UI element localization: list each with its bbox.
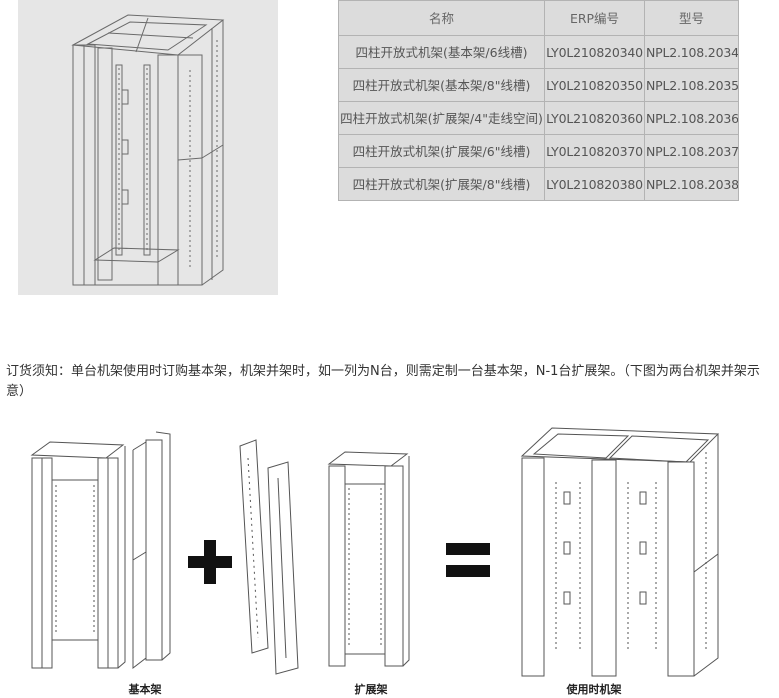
expansion-rack-drawing [325, 448, 415, 674]
basic-rack-drawing [28, 410, 183, 675]
rack-drawing [71, 14, 225, 286]
equals-icon [446, 543, 490, 581]
column-header-model: 型号 [644, 0, 739, 36]
column-header-erp: ERP编号 [544, 0, 645, 36]
cell-erp: LY0L210820360 [544, 101, 645, 135]
cell-erp: LY0L210820350 [544, 68, 645, 102]
caption-basic: 基本架 [128, 683, 162, 696]
cell-model: NPL2.108.2035 [644, 68, 739, 102]
caption-expansion: 扩展架 [354, 683, 388, 696]
table-row: 四柱开放式机架(基本架/6线槽) LY0L210820340 NPL2.108.… [338, 35, 739, 69]
cell-name: 四柱开放式机架(扩展架/8"线槽) [338, 167, 545, 201]
cell-erp: LY0L210820370 [544, 134, 645, 168]
table-row: 四柱开放式机架(基本架/8"线槽) LY0L210820350 NPL2.108… [338, 68, 739, 102]
cell-model: NPL2.108.2037 [644, 134, 739, 168]
combined-rack-drawing [518, 422, 723, 680]
table-header-row: 名称 ERP编号 型号 [338, 0, 739, 36]
caption-in-use: 使用时机架 [566, 683, 622, 696]
cell-model: NPL2.108.2036 [644, 101, 739, 135]
plus-icon [188, 540, 232, 588]
cell-name: 四柱开放式机架(扩展架/4"走线空间) [338, 101, 545, 135]
cell-name: 四柱开放式机架(扩展架/6"线槽) [338, 134, 545, 168]
expansion-panels-drawing [236, 438, 306, 678]
cell-model: NPL2.108.2038 [644, 167, 739, 201]
cell-name: 四柱开放式机架(基本架/8"线槽) [338, 68, 545, 102]
order-note: 订货须知：单台机架使用时订购基本架，机架并架时，如一列为N台，则需定制一台基本架… [6, 364, 760, 399]
table-row: 四柱开放式机架(扩展架/8"线槽) LY0L210820380 NPL2.108… [338, 167, 739, 201]
cell-erp: LY0L210820340 [544, 35, 645, 69]
spec-table: 名称 ERP编号 型号 四柱开放式机架(基本架/6线槽) LY0L2108203… [338, 0, 739, 201]
product-image [18, 0, 278, 295]
cell-erp: LY0L210820380 [544, 167, 645, 201]
column-header-name: 名称 [338, 0, 545, 36]
cell-name: 四柱开放式机架(基本架/6线槽) [338, 35, 545, 69]
cell-model: NPL2.108.2034 [644, 35, 739, 69]
table-row: 四柱开放式机架(扩展架/4"走线空间) LY0L210820360 NPL2.1… [338, 101, 739, 135]
table-row: 四柱开放式机架(扩展架/6"线槽) LY0L210820370 NPL2.108… [338, 134, 739, 168]
